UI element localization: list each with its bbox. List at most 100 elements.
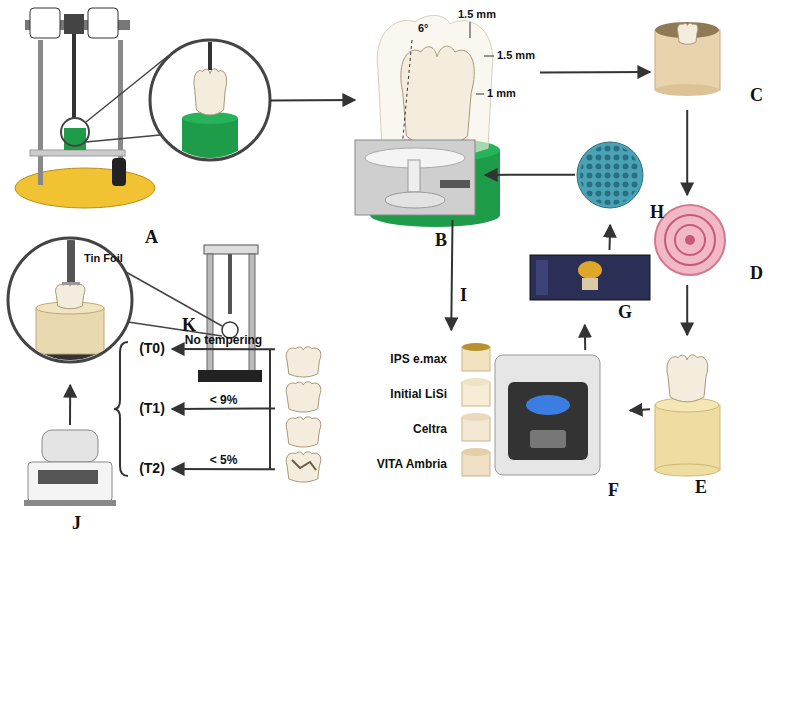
green-die bbox=[182, 118, 238, 178]
flow-arrow bbox=[609, 225, 612, 250]
zoom-line bbox=[126, 272, 222, 326]
material-group: IPS e.maxInitial LiSiCeltraVITA Ambria bbox=[275, 330, 510, 490]
group-code: (T2) bbox=[132, 458, 172, 480]
support-plate bbox=[0, 352, 140, 372]
furnace-base bbox=[24, 500, 116, 506]
magnified-specimen bbox=[0, 236, 140, 372]
die-design bbox=[582, 278, 598, 290]
scanner-body bbox=[495, 355, 600, 475]
group-label: (T0) bbox=[132, 340, 172, 356]
flow-arrow bbox=[172, 468, 275, 470]
edge-label: < 9% bbox=[210, 393, 238, 407]
crown bbox=[286, 347, 321, 377]
part-label: Tin Foil bbox=[84, 252, 123, 264]
scanner-light bbox=[526, 395, 570, 415]
flow-arrow bbox=[686, 285, 688, 335]
flow-arrow bbox=[686, 110, 688, 195]
magnified-die bbox=[182, 40, 238, 178]
panel-letter: G bbox=[618, 302, 632, 323]
stone-cylinder bbox=[655, 405, 720, 470]
block-disc bbox=[577, 142, 643, 208]
crown-fissure bbox=[292, 460, 316, 470]
panel-letter: A bbox=[145, 227, 158, 248]
process-panel: F bbox=[490, 350, 630, 505]
yellow-base bbox=[15, 168, 155, 208]
process-panel: C bbox=[650, 15, 770, 110]
camera-box bbox=[88, 8, 118, 38]
group-bracket bbox=[269, 349, 271, 469]
tooth-preparation bbox=[401, 46, 474, 147]
block-top bbox=[462, 343, 490, 351]
stand-rod bbox=[38, 40, 43, 185]
tester-base bbox=[198, 370, 262, 382]
panel-letter: H bbox=[650, 202, 664, 223]
materials-illustration bbox=[270, 343, 490, 482]
crosshead bbox=[204, 245, 258, 254]
impression-disc bbox=[655, 205, 725, 275]
ring-center bbox=[685, 235, 695, 245]
dimension-label: 1.5 mm bbox=[458, 8, 496, 20]
process-panel: B bbox=[355, 5, 540, 255]
milling-spindle bbox=[408, 160, 420, 192]
furnace-illustration bbox=[24, 430, 116, 506]
furnace-display bbox=[38, 470, 98, 484]
process-panel: J bbox=[15, 425, 115, 535]
tester-illustration bbox=[0, 236, 262, 382]
cylinder-bottom bbox=[655, 464, 719, 476]
crown bbox=[286, 382, 321, 412]
crown-design bbox=[578, 261, 602, 279]
camera-head bbox=[64, 14, 84, 34]
specimen-die bbox=[36, 308, 104, 354]
analyzing-rod bbox=[208, 40, 212, 70]
panel-letter: D bbox=[750, 263, 763, 284]
furnace-body bbox=[28, 462, 112, 502]
dimension-leader bbox=[470, 22, 471, 38]
flow-arrow bbox=[485, 174, 575, 176]
material-name: Celtra bbox=[335, 422, 447, 436]
monitor bbox=[530, 255, 650, 300]
crown-outline bbox=[377, 15, 493, 157]
dimension-leader bbox=[476, 94, 484, 95]
column bbox=[249, 254, 255, 372]
platform bbox=[30, 150, 125, 156]
flow-arrow bbox=[172, 407, 275, 410]
block-pattern bbox=[580, 145, 640, 205]
material-name: VITA Ambria bbox=[335, 457, 447, 471]
milling-base bbox=[385, 192, 445, 208]
indenter bbox=[67, 236, 75, 282]
flow-arrow bbox=[630, 409, 650, 410]
crown bbox=[286, 452, 321, 482]
zoom-line bbox=[86, 135, 160, 142]
panel-letter: E bbox=[695, 477, 707, 498]
scanner-holder bbox=[530, 430, 566, 448]
mold-illustration bbox=[655, 22, 720, 96]
panel-letter: C bbox=[750, 85, 763, 106]
milling-illustration bbox=[355, 140, 475, 215]
flow-arrow bbox=[172, 348, 275, 350]
material-name: IPS e.max bbox=[335, 352, 447, 366]
block-top bbox=[462, 448, 490, 456]
process-panel: I bbox=[355, 135, 485, 220]
process-panel: D bbox=[650, 195, 770, 285]
edge-label: No tempering bbox=[185, 333, 262, 347]
flow-arrow bbox=[270, 99, 355, 102]
process-panel: G bbox=[525, 250, 655, 325]
knob bbox=[112, 158, 126, 186]
process-panel: E bbox=[650, 335, 770, 500]
panel-letter: J bbox=[72, 513, 81, 534]
flow-arrow bbox=[451, 220, 452, 330]
crown-specimen bbox=[56, 284, 85, 309]
dimension-leader bbox=[484, 56, 494, 57]
block-disc-illustration bbox=[577, 142, 643, 208]
process-panel: H bbox=[575, 130, 670, 225]
taper-line bbox=[402, 40, 412, 148]
group-label: (T2) bbox=[132, 460, 172, 476]
scanner-illustration bbox=[495, 355, 600, 475]
stone-die-illustration bbox=[655, 355, 720, 476]
crown bbox=[286, 417, 321, 447]
angle-dimension: 6° bbox=[418, 22, 429, 34]
flow-arrow bbox=[69, 385, 71, 425]
preparation-illustration bbox=[370, 15, 500, 227]
surveyor-illustration bbox=[15, 8, 270, 208]
flow-arrow bbox=[540, 71, 650, 74]
